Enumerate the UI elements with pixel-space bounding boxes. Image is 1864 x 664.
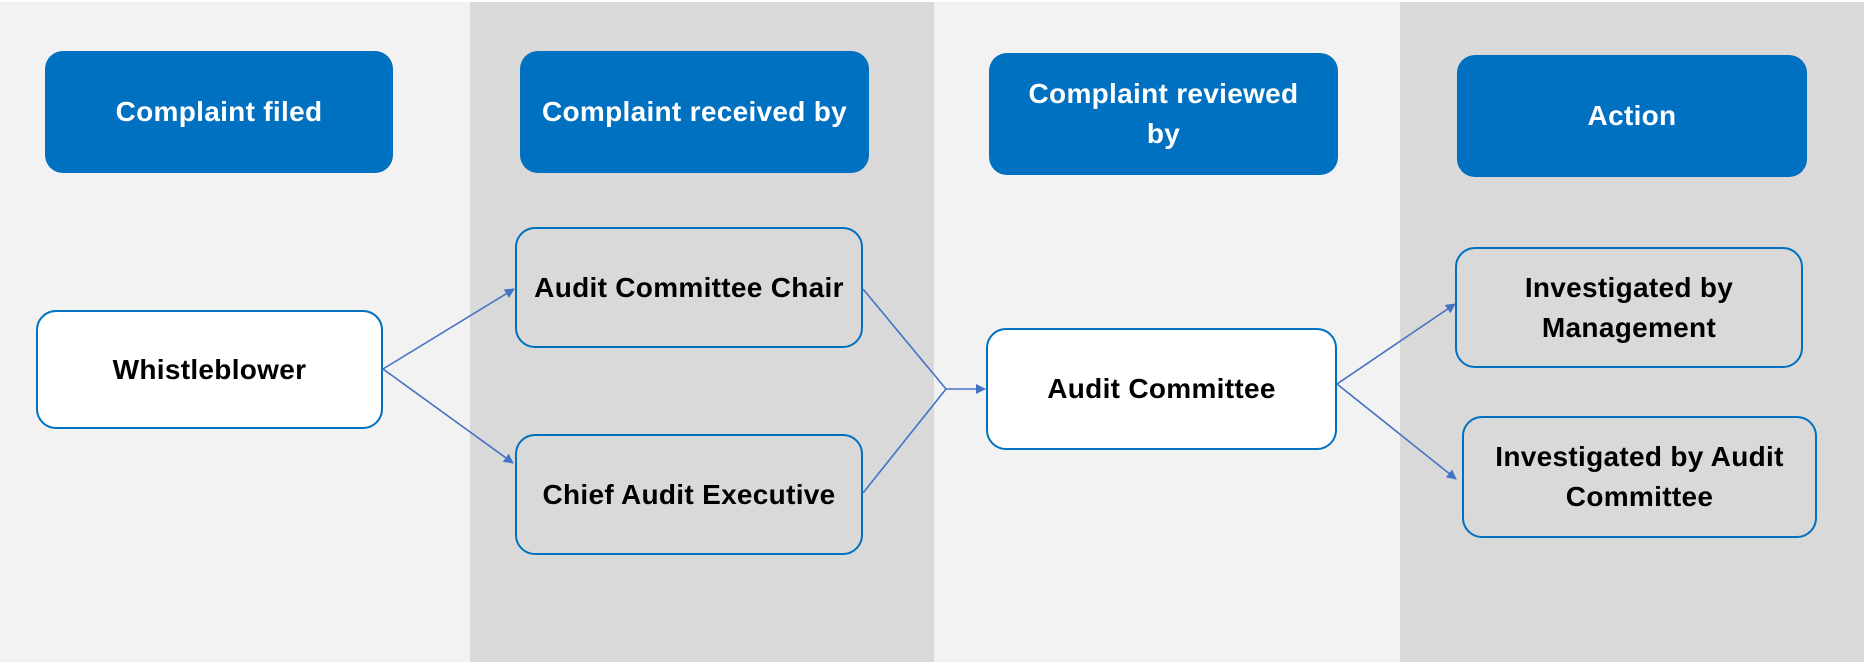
node-audit-committee: Audit Committee <box>986 328 1337 450</box>
node-audit-committee-label: Audit Committee <box>1047 373 1276 404</box>
node-investigated-by-audit-committee: Investigated by Audit Committee <box>1462 416 1817 538</box>
header-action: Action <box>1457 55 1807 177</box>
node-audit-committee-chair-label: Audit Committee Chair <box>534 271 844 303</box>
header-complaint-filed: Complaint filed <box>45 51 393 173</box>
node-whistleblower-label: Whistleblower <box>112 353 307 385</box>
header-complaint-received: Complaint received by <box>520 51 869 173</box>
header-action-label: Action <box>1587 100 1677 131</box>
node-investigated-by-management: Investigated by Management <box>1455 247 1803 368</box>
node-investigated-by-audit-committee-label: Investigated by Audit Committee <box>1495 441 1784 512</box>
node-whistleblower: Whistleblower <box>36 310 383 429</box>
header-complaint-reviewed-label: Complaint reviewed by <box>1028 78 1299 149</box>
node-chief-audit-executive: Chief Audit Executive <box>515 434 863 555</box>
header-complaint-received-label: Complaint received by <box>541 96 848 127</box>
node-investigated-by-management-label: Investigated by Management <box>1524 271 1734 343</box>
header-complaint-filed-label: Complaint filed <box>115 96 323 127</box>
header-complaint-reviewed: Complaint reviewed by <box>989 53 1338 175</box>
node-audit-committee-chair: Audit Committee Chair <box>515 227 863 348</box>
node-chief-audit-executive-label: Chief Audit Executive <box>542 478 836 510</box>
